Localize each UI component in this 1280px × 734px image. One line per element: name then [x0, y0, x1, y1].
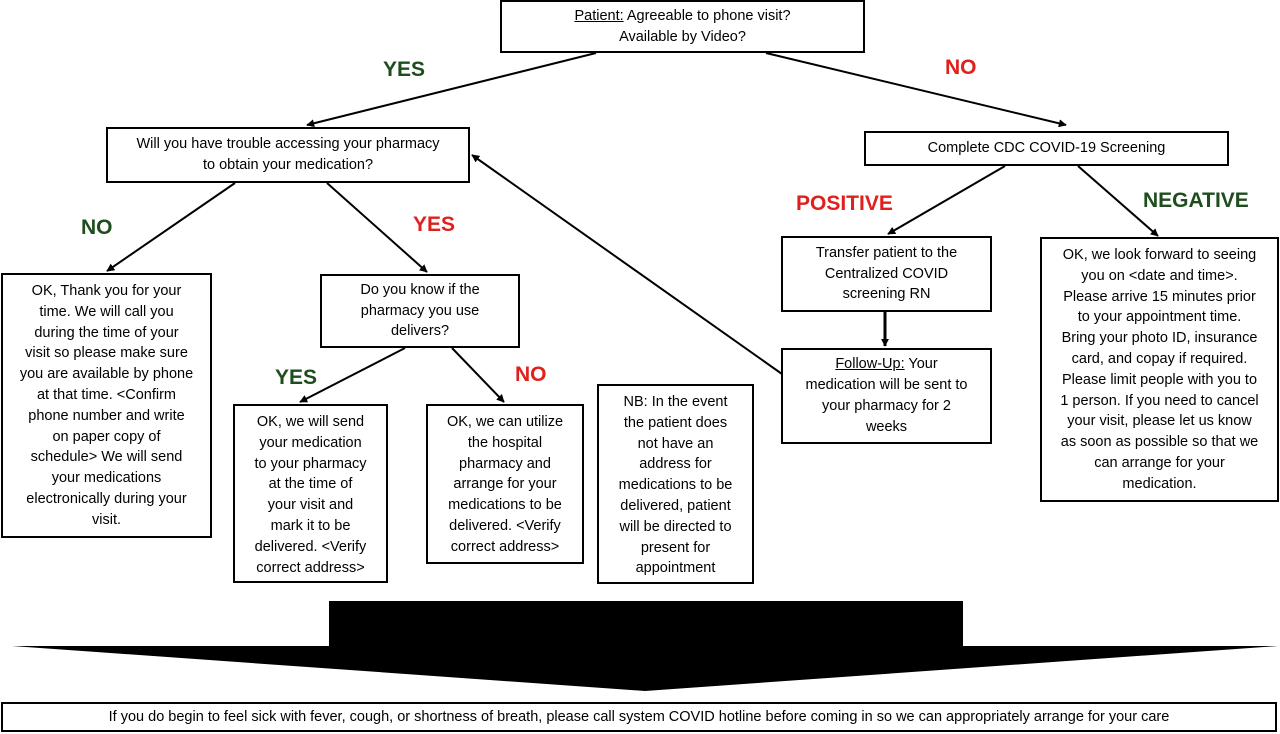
node-text-line: you on <date and time>.: [1081, 267, 1238, 284]
node-text-line: your medication: [259, 434, 362, 451]
node-text-line: mark it to be: [270, 517, 351, 534]
node-text-line: address for: [639, 456, 712, 473]
node-hospital-pharmacy: OK, we can utilize the hospital pharmacy a…: [426, 404, 584, 564]
arrow-screening-to-negative: [1077, 165, 1159, 237]
label-negative: NEGATIVE: [1143, 189, 1249, 212]
node-no-trouble: OK, Thank you for your time. We will call…: [1, 273, 212, 538]
big-down-arrow: [12, 601, 1278, 691]
node-text-line: delivered. <Verify: [254, 538, 367, 555]
node-text-line: OK, we can utilize: [446, 414, 564, 430]
node-text-line: delivered, patient: [620, 497, 731, 514]
node-text-line: OK, we look forward to seeing: [1062, 247, 1257, 263]
node-text-line: at the time of: [268, 476, 353, 493]
node-text-line: Please limit people with you to: [1061, 371, 1258, 388]
node-text-line: delivered. <Verify: [449, 517, 561, 534]
node-text-line: 1 person. If you need to cancel: [1060, 392, 1259, 409]
node-text-line: your pharmacy for 2: [822, 398, 951, 414]
node-text-line: at that time. <Confirm: [36, 386, 176, 403]
node-pharmacy-access: Will you have trouble accessing your pha…: [106, 127, 470, 183]
arrow-delivers-to-hospital: [451, 347, 505, 403]
node-text-line: Please arrive 15 minutes prior: [1063, 288, 1256, 305]
node-text-line: appointment: [635, 560, 716, 577]
node-text-line: Follow-Up: Your: [835, 356, 938, 373]
node-text-line: arrange for your: [453, 476, 557, 493]
arrow-start-to-pharmacy: [306, 52, 597, 128]
node-text-line: time. We will call you: [39, 303, 174, 320]
label-no-trouble: NO: [81, 216, 113, 239]
label-yes-delivers: YES: [275, 366, 318, 389]
node-text-line: to your pharmacy: [254, 455, 367, 472]
node-text-line: pharmacy and: [459, 455, 551, 472]
arrow-followup-to-pharmacy: [471, 154, 783, 375]
node-text-line: medications to be: [618, 477, 733, 494]
node-text-line: you are available by phone: [19, 366, 194, 383]
node-text-line: Do you know if the: [360, 281, 480, 298]
node-text-line: correct address>: [256, 559, 365, 576]
label-yes-trouble: YES: [413, 213, 456, 236]
node-text-line: NB: In the event: [623, 394, 728, 410]
node-text-line: Will you have trouble accessing your pha…: [136, 136, 440, 153]
arrow-screening-to-transfer: [887, 165, 1006, 235]
node-text-line: as soon as possible so that we: [1060, 434, 1259, 451]
node-text-line: delivers?: [390, 323, 450, 340]
arrow-pharmacy-to-delivers: [326, 182, 428, 273]
node-text-line: screening RN: [842, 286, 931, 303]
node-text-line: medications to be: [448, 497, 562, 514]
node-text-line: to your appointment time.: [1077, 309, 1242, 326]
node-text-line: electronically during your: [26, 490, 187, 507]
footer-note: If you do begin to feel sick with fever,…: [1, 702, 1277, 732]
node-text-line: Patient: Agreeable to phone visit?: [574, 7, 791, 24]
node-cdc-screening: Complete CDC COVID-19 Screening: [864, 131, 1229, 166]
node-text-line: the patient does: [623, 414, 728, 431]
node-text-line: pharmacy you use: [360, 302, 480, 319]
arrow-pharmacy-to-no-trouble: [106, 182, 236, 272]
node-text-line: correct address>: [450, 538, 560, 555]
node-text-line: Complete CDC COVID-19 Screening: [927, 140, 1166, 157]
node-text-line: during the time of your: [34, 324, 179, 341]
node-delivers-question: Do you know if the pharmacy you use delive…: [320, 274, 520, 348]
node-send-to-pharmacy: OK, we will send your medication to your p…: [233, 404, 388, 583]
node-text-line: to obtain your medication?: [202, 157, 374, 173]
node-nb-note: NB: In the event the patient does not have…: [597, 384, 754, 584]
node-text-line: Transfer patient to the: [815, 244, 958, 261]
node-text-line: visit.: [92, 511, 121, 528]
node-follow-up: Follow-Up: Your medication will be sent t…: [781, 348, 992, 444]
node-text-line: phone number and write: [28, 407, 185, 424]
node-text-line: present for: [640, 539, 711, 556]
node-text-line: card, and copay if required.: [1071, 350, 1248, 367]
label-positive: POSITIVE: [796, 192, 893, 215]
node-text-line: Available by Video?: [619, 28, 746, 45]
node-text-line: schedule> We will send: [30, 449, 183, 466]
node-text-line: weeks: [865, 418, 908, 435]
node-text-line: Bring your photo ID, insurance: [1061, 330, 1258, 347]
node-text-line: Centralized COVID: [824, 265, 949, 282]
label-yes-video: YES: [383, 58, 426, 81]
node-text-line: OK, we will send: [256, 414, 365, 430]
node-text-line: your visit, please let us know: [1067, 413, 1252, 430]
node-text-line: OK, Thank you for your: [31, 283, 182, 299]
node-patient-start: Patient: Agreeable to phone visit? Availa…: [500, 0, 865, 53]
node-text-line: visit so please make sure: [25, 345, 188, 362]
node-text-line: your medications: [51, 470, 162, 487]
node-text-line: on paper copy of: [52, 428, 161, 445]
arrow-delivers-to-send: [299, 347, 406, 403]
node-text-line: not have an: [637, 435, 714, 452]
arrow-start-to-screening: [765, 52, 1067, 128]
node-text-line: your visit and: [267, 497, 354, 514]
node-negative-ok: OK, we look forward to seeing you on <dat…: [1040, 237, 1279, 502]
node-text-line: will be directed to: [619, 518, 732, 535]
node-text-line: can arrange for your: [1094, 454, 1225, 471]
label-no-video: NO: [945, 56, 977, 79]
node-text-line: medication.: [1122, 475, 1197, 492]
label-no-delivers: NO: [515, 363, 547, 386]
node-text-line: the hospital: [467, 434, 543, 451]
node-text-line: medication will be sent to: [805, 377, 968, 394]
